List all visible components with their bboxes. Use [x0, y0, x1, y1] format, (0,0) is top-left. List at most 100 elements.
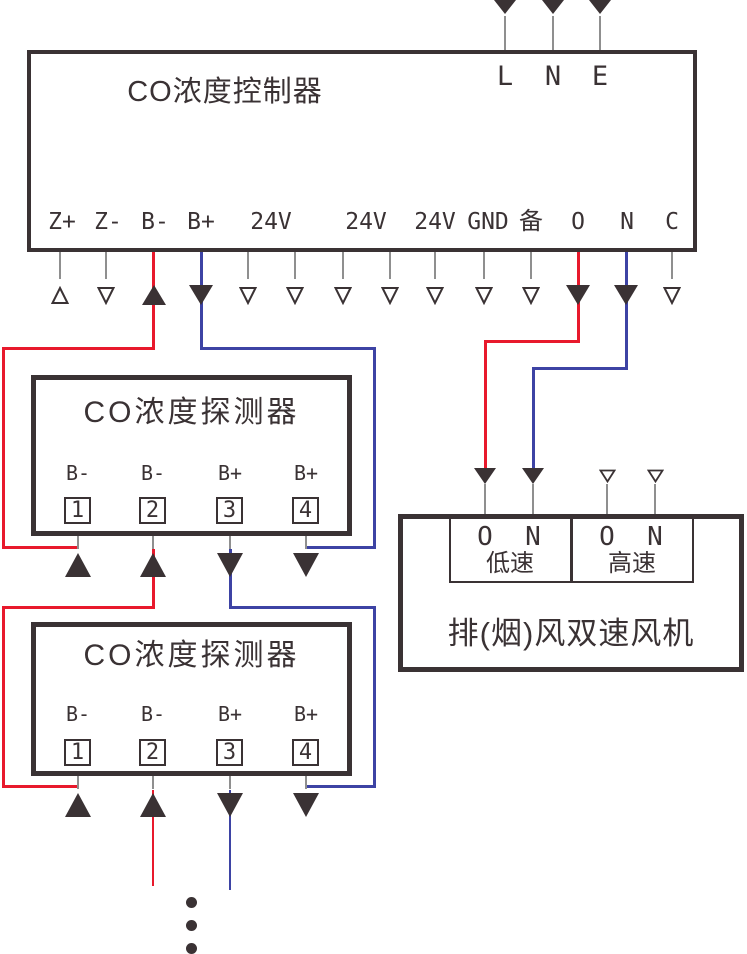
- controller-title: CO浓度控制器: [127, 76, 323, 108]
- terminal-stub: [294, 252, 296, 279]
- wire-blue-det1-t3-drop: [229, 549, 232, 609]
- wire-blue-det1-t4: [305, 546, 376, 549]
- wire-red-continuation: [152, 790, 154, 886]
- terminal-stub: [434, 252, 436, 279]
- terminal-stub: [342, 252, 344, 279]
- wire-red-fan-h: [484, 340, 580, 343]
- terminal-label-z-plus: Z+: [48, 209, 76, 235]
- terminal-label-o: O: [571, 209, 585, 235]
- controller-box: [27, 50, 697, 252]
- detector1-stub: [77, 536, 79, 549]
- fan-high-speed-label: 高速: [608, 550, 656, 577]
- detector1-terminal-1: 1: [64, 497, 91, 524]
- detector2-title: CO浓度探测器: [83, 639, 300, 672]
- wire-red-run1-h: [2, 347, 155, 350]
- detector2-terminal-3: 3: [216, 739, 243, 766]
- fan-lead: [606, 484, 608, 515]
- detector1-title: CO浓度探测器: [83, 396, 300, 429]
- terminal-label-z-minus: Z-: [94, 209, 122, 235]
- arrow-filled-up-icon: [65, 553, 91, 577]
- continuation-dot: [186, 920, 197, 931]
- detector1-label-4: B+: [293, 461, 319, 485]
- fan-low-terminal-o: O: [477, 522, 493, 552]
- arrow-open-down-icon: [475, 287, 493, 305]
- terminal-label-gnd: GND: [467, 209, 509, 235]
- detector2-label-1: B-: [65, 702, 91, 726]
- terminal-stub: [59, 252, 61, 279]
- detector2-stub: [77, 776, 79, 789]
- detector1-terminal-4: 4: [292, 497, 319, 524]
- detector1-label-1: B-: [65, 461, 91, 485]
- wire-blue-run2-v: [373, 606, 376, 788]
- wire-blue-run2-h: [229, 606, 376, 609]
- terminal-stub: [247, 252, 249, 279]
- arrow-filled-up-icon: [140, 793, 166, 817]
- arrow-filled-down-icon: [614, 285, 638, 305]
- wire-blue-run1-h: [200, 347, 376, 350]
- arrow-open-down-icon: [647, 469, 664, 483]
- arrow-filled-up-icon: [65, 793, 91, 817]
- mains-lead: [504, 16, 506, 52]
- terminal-label-c: C: [665, 209, 679, 235]
- fan-high-speed-terminal-block: [571, 514, 694, 583]
- terminal-stub: [389, 252, 391, 279]
- arrow-filled-down-icon: [217, 793, 243, 817]
- arrow-filled-up-icon: [140, 553, 166, 577]
- arrow-filled-down-icon: [217, 553, 243, 577]
- terminal-label-spare: 备: [519, 208, 543, 235]
- terminal-label-24v-3: 24V: [414, 209, 456, 235]
- wire-blue-fan-v: [532, 367, 535, 468]
- arrow-open-down-icon: [239, 287, 257, 305]
- arrow-open-down-icon: [334, 287, 352, 305]
- power-terminal-e: E: [591, 61, 609, 92]
- arrow-open-down-icon: [97, 287, 115, 305]
- terminal-label-24v-2: 24V: [345, 209, 387, 235]
- wire-red-det1-t2-drop: [152, 549, 155, 609]
- wire-blue-fan-drop: [625, 252, 628, 370]
- detector2-label-4: B+: [293, 702, 319, 726]
- terminal-stub: [483, 252, 485, 279]
- wire-blue-det2-t4: [305, 785, 376, 788]
- wire-red-fan-v: [484, 340, 487, 468]
- terminal-label-b-minus: B-: [141, 209, 169, 235]
- arrow-open-down-icon: [286, 287, 304, 305]
- detector2-stub: [229, 776, 231, 789]
- power-terminal-n: N: [544, 61, 562, 92]
- arrow-filled-down-icon: [293, 553, 319, 577]
- continuation-dot: [186, 897, 197, 908]
- mains-lead: [552, 16, 554, 52]
- wire-red-run1-v: [2, 347, 5, 549]
- fan-high-terminal-n: N: [647, 522, 663, 552]
- arrow-open-down-icon: [522, 287, 540, 305]
- fan-high-terminal-o: O: [599, 522, 615, 552]
- detector2-terminal-2: 2: [139, 739, 166, 766]
- detector2-label-2: B-: [140, 702, 166, 726]
- arrow-filled-down-icon: [474, 468, 496, 484]
- mains-arrow-l-icon: [494, 0, 516, 14]
- terminal-label-24v-1: 24V: [250, 209, 292, 235]
- detector2-terminal-1: 1: [64, 739, 91, 766]
- arrow-filled-down-icon: [189, 285, 213, 305]
- arrow-open-down-icon: [381, 287, 399, 305]
- wire-blue-fan-h: [532, 367, 628, 370]
- fan-lead: [654, 484, 656, 515]
- fan-title: 排(烟)风双速风机: [447, 616, 695, 651]
- wire-blue-continuation: [229, 790, 231, 890]
- fan-lead: [484, 484, 486, 515]
- arrow-open-down-icon: [426, 287, 444, 305]
- wire-red-run2-v: [2, 606, 5, 788]
- fan-low-terminal-n: N: [525, 522, 541, 552]
- power-terminal-l: L: [496, 61, 514, 92]
- wire-red-det1-t1: [2, 546, 79, 549]
- detector1-terminal-2: 2: [139, 497, 166, 524]
- arrow-filled-down-icon: [522, 468, 544, 484]
- wire-red-det2-t1: [2, 785, 79, 788]
- arrow-filled-up-icon: [142, 285, 166, 305]
- detector1-stub: [229, 536, 231, 549]
- wire-red-run2-h: [2, 606, 155, 609]
- terminal-label-b-plus: B+: [187, 209, 215, 235]
- arrow-open-up-icon: [51, 286, 69, 304]
- detector2-stub: [152, 776, 154, 789]
- detector1-stub: [152, 536, 154, 549]
